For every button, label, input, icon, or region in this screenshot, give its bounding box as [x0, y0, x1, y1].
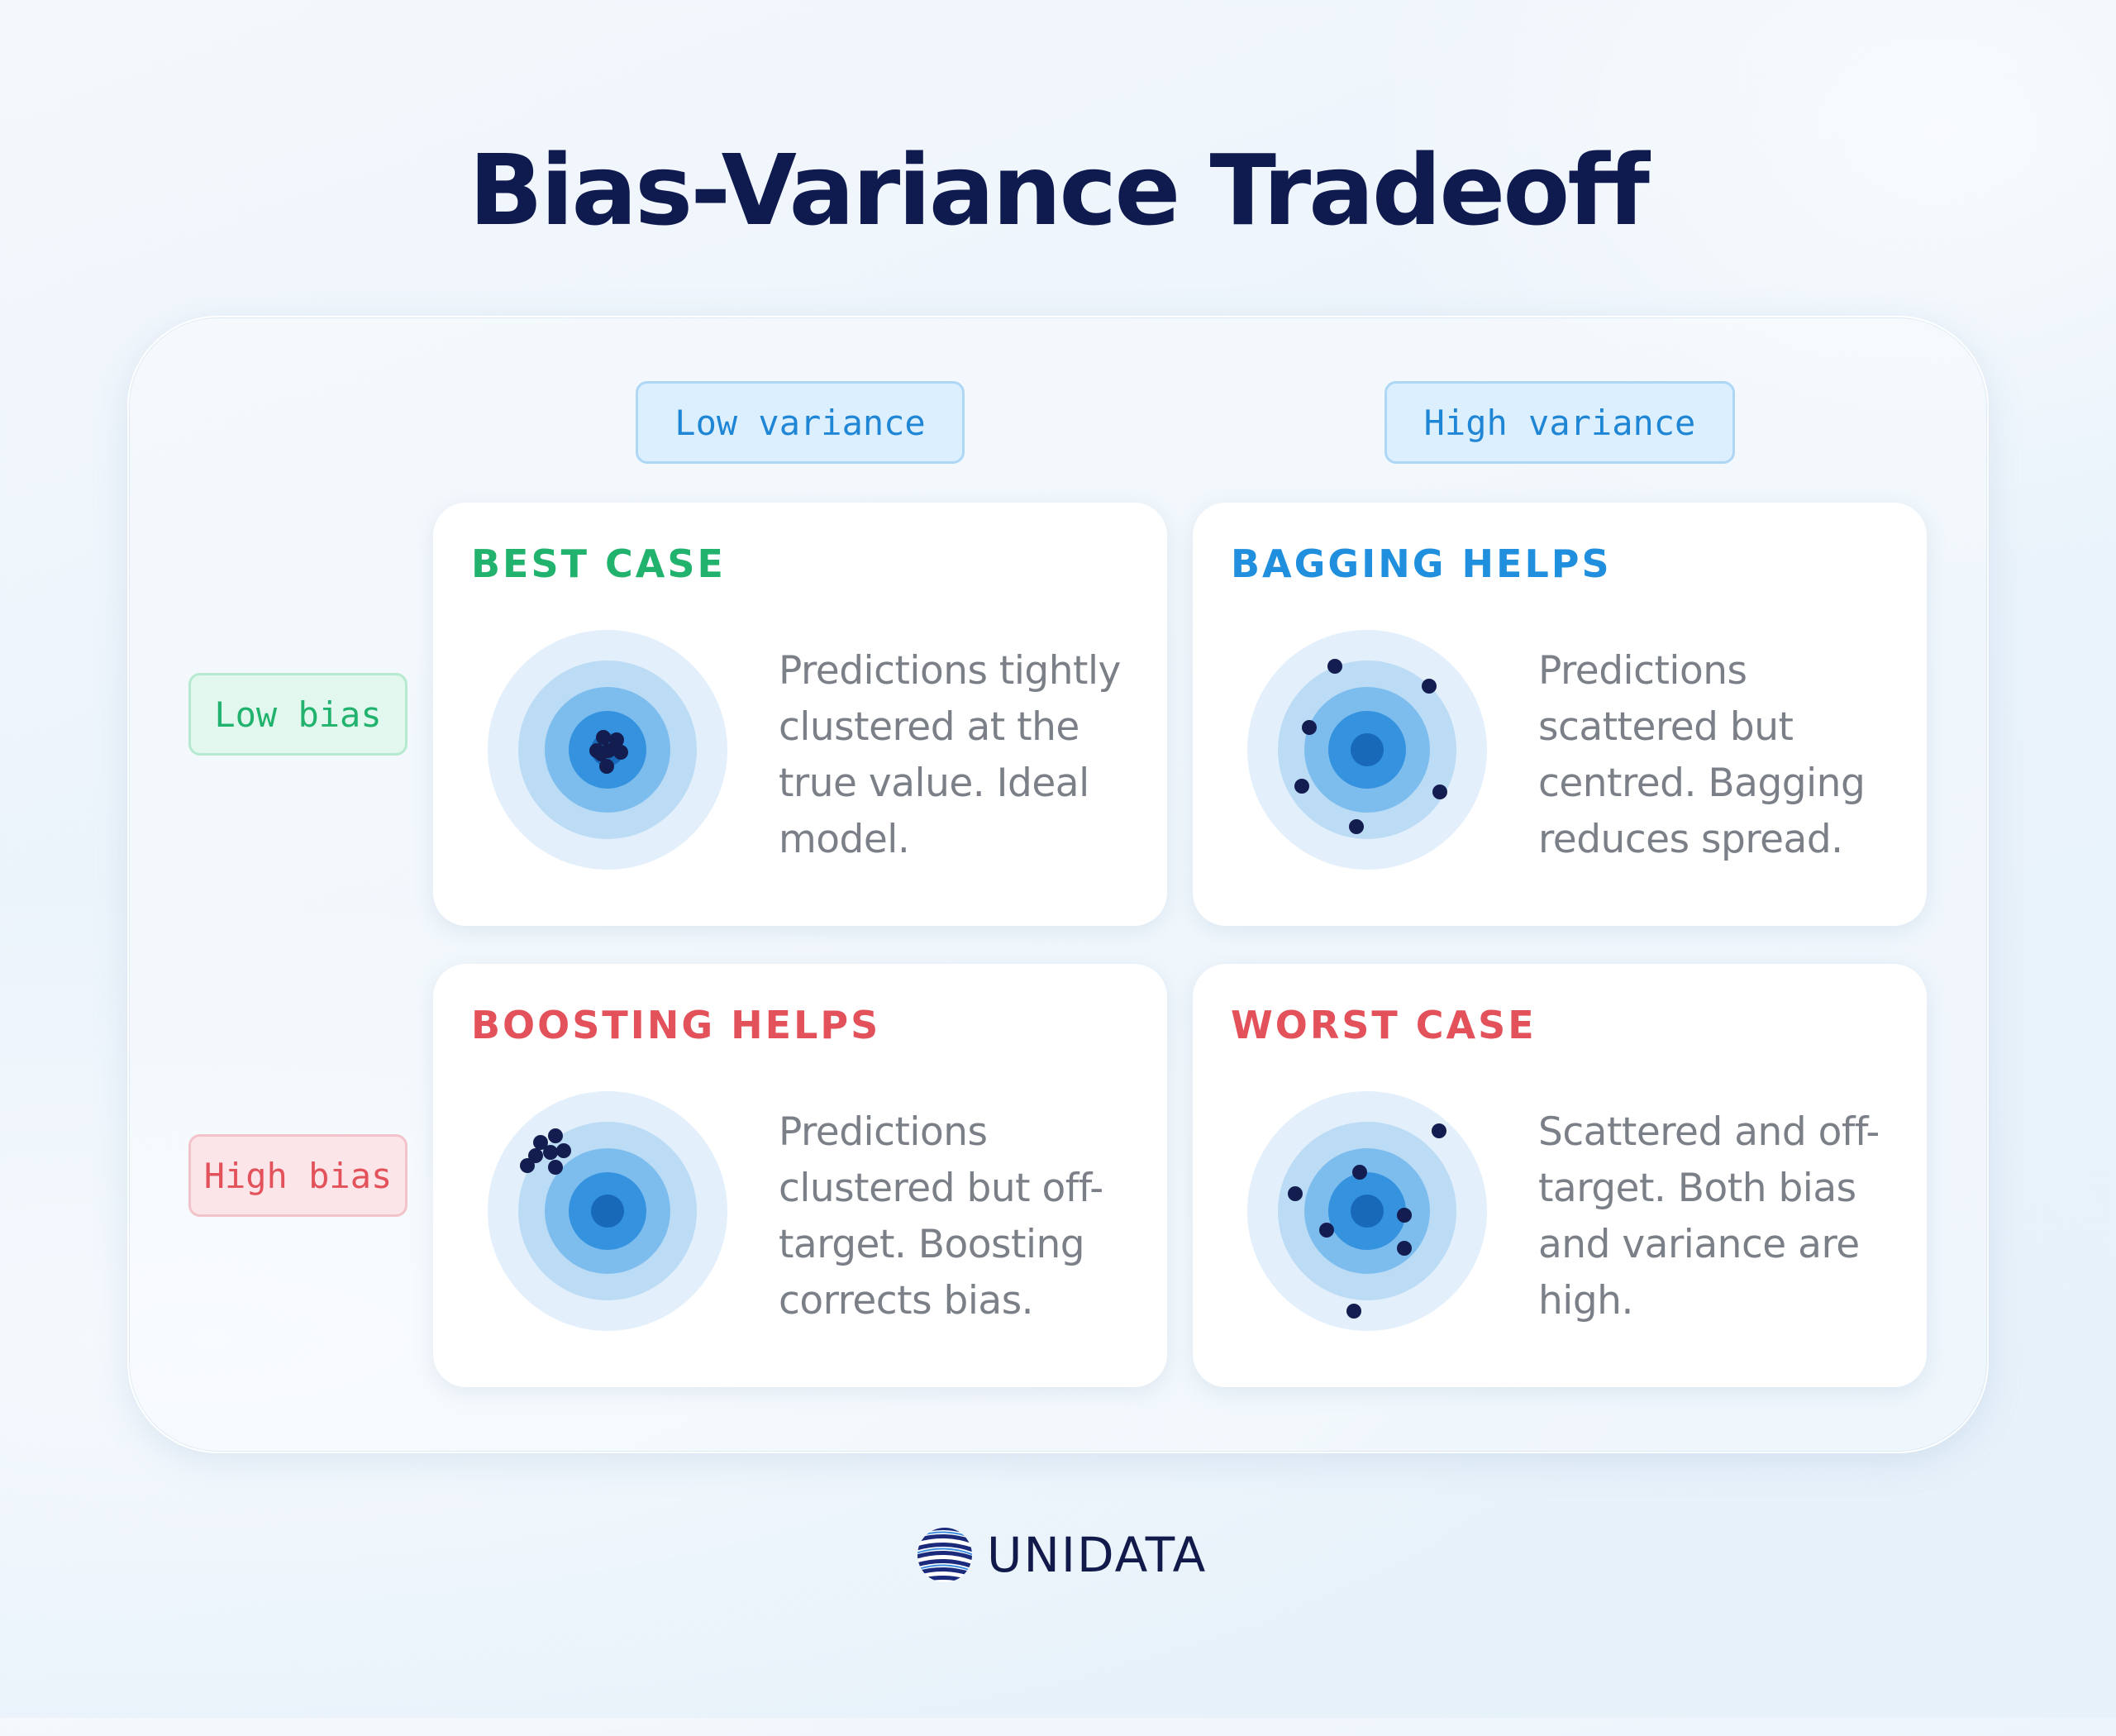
- column-label-low-variance: Low variance: [636, 381, 965, 464]
- card-bagging-helps: BAGGING HELPS Predictions scattered but …: [1193, 503, 1927, 926]
- column-label-high-variance: High variance: [1384, 381, 1735, 464]
- prediction-dots: [520, 1128, 571, 1175]
- row-label-low-bias: Low bias: [188, 673, 407, 756]
- card-description: Predictions scattered but centred. Baggi…: [1538, 648, 1866, 862]
- prediction-dots: [1294, 659, 1447, 834]
- target-boosting-helps: [488, 1091, 727, 1331]
- prediction-dots: [589, 730, 628, 774]
- unidata-logo: UNIDATA: [916, 1524, 1207, 1586]
- logo-text: UNIDATA: [987, 1527, 1208, 1583]
- target-best-case: [488, 630, 727, 870]
- card-description: Scattered and off-target. Both bias and …: [1538, 1109, 1880, 1323]
- card-description: Predictions tightly clustered at the tru…: [779, 648, 1121, 862]
- card-best-case: BEST CASE Predictions tightly clustered …: [433, 503, 1167, 926]
- card-title: BOOSTING HELPS: [471, 1003, 881, 1047]
- target-worst-case: [1247, 1091, 1487, 1331]
- card-worst-case: WORST CASE Scattered and off-target. Bot…: [1193, 964, 1927, 1387]
- card-title: BEST CASE: [471, 541, 726, 586]
- prediction-dots: [1288, 1123, 1446, 1319]
- card-title: WORST CASE: [1231, 1003, 1537, 1047]
- target-bagging-helps: [1247, 630, 1487, 870]
- row-label-high-bias: High bias: [188, 1134, 407, 1217]
- card-boosting-helps: BOOSTING HELPS Predictions clustered but…: [433, 964, 1167, 1387]
- globe-stripes-icon: [917, 1528, 972, 1582]
- page-title: Bias-Variance Tradeoff: [468, 133, 1650, 247]
- card-description: Predictions clustered but off-target. Bo…: [779, 1109, 1103, 1323]
- card-title: BAGGING HELPS: [1231, 541, 1612, 586]
